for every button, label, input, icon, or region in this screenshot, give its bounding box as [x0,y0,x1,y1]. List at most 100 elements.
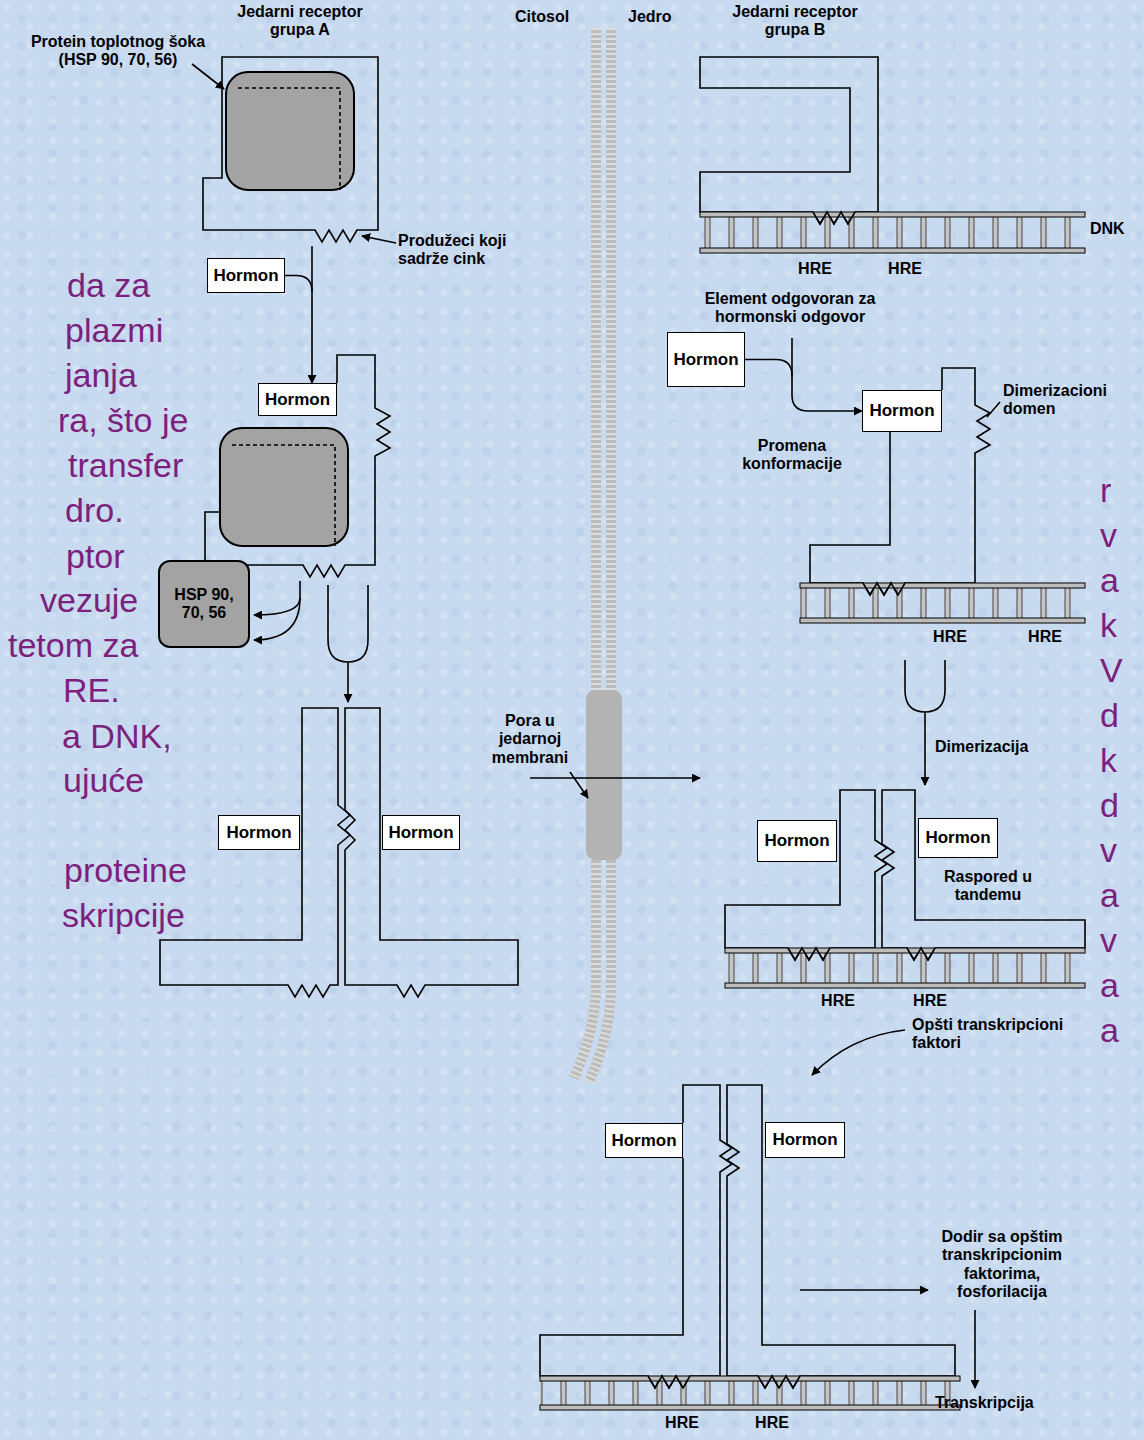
hidden-outline [238,88,340,190]
callout-label: Protein toplotnog šoka (HSP 90, 70, 56) [18,33,218,70]
slide-text-fragment: d [1100,786,1119,825]
hormone-box: Hormon [605,1123,683,1158]
dna-strand [700,212,1085,253]
flow-arrow [254,598,300,640]
hre-label: HRE [790,260,840,278]
hormone-box: Hormon [218,815,300,850]
dna-rail [700,212,1085,217]
slide-text-fragment: ra, što je [58,401,188,440]
callout-label: Element odgovoran za hormonski odgovor [700,290,880,327]
nuclear-pore [586,690,622,860]
node-text: Hormon [925,828,990,848]
slide-text-fragment: RE. [63,671,120,710]
receptor-outline [540,1085,732,1388]
slide-text-fragment: da za [67,266,150,305]
region-label: Citosol [515,8,569,26]
slide-text-fragment: k [1100,606,1117,645]
hidden-outline [232,445,335,546]
dna-rail [725,983,1085,988]
receptor-outline [882,790,1085,960]
hormone-box: Hormon [667,332,745,387]
node-text: Hormon [869,401,934,421]
slide-text-fragment: v [1100,831,1117,870]
dna-strand [725,948,1085,988]
zinc-finger [758,1376,800,1388]
dna-rail [800,583,1085,588]
membrane-band [589,28,611,1082]
leader-line [987,402,1000,417]
flow-arrow [800,1289,928,1291]
dna-rail [540,1376,960,1381]
flow-arrow [530,777,700,779]
slide-text-fragment: a [1100,966,1119,1005]
node-text: Hormon [388,823,453,843]
leader-arrow [192,64,224,89]
heat-shock-protein [226,72,354,190]
hormone-box: Hormon [757,820,837,862]
heat-shock-protein-box: HSP 90, 70, 56 [158,560,250,648]
hre-label: HRE [1020,628,1070,646]
slide-text-fragment: dro. [65,491,124,530]
slide-text-fragment: ujuće [63,761,144,800]
dna-rungs [540,1381,960,1405]
node-text: Hormon [226,823,291,843]
callout-label: Opšti transkripcioni faktori [912,1016,1097,1053]
slide-text-fragment: proteine [64,851,187,890]
heat-shock-protein [220,428,348,546]
region-label: Jedro [628,8,672,26]
flow-line [299,581,301,598]
receptor-outline [725,790,887,960]
flow-arrow [254,598,300,615]
heading-label: Jedarni receptor grupa A [225,3,375,40]
slide-text-fragment: k [1100,741,1117,780]
dna-rail [540,1405,960,1410]
node-text: HSP 90, 70, 56 [166,586,242,623]
hre-label: HRE [657,1414,707,1432]
node-text: Hormon [213,266,278,286]
callout-label: Dodir sa opštim transkripcionim faktorim… [935,1228,1070,1302]
slide-text-fragment: vezuje [40,581,138,620]
dna-rail [700,248,1085,253]
slide-text-fragment: a [1100,876,1119,915]
dna-strand [800,583,1085,623]
nuclear-membrane [574,28,622,1082]
leader-arrow [570,772,588,798]
dna-rungs [800,588,1085,618]
node-text: Hormon [265,390,330,410]
dna-label: DNK [1090,220,1125,238]
slide-text-fragment: janja [65,356,137,395]
flow-arrow [347,662,349,702]
node-text: Hormon [764,831,829,851]
zinc-finger [863,583,905,595]
slide-text-fragment: V [1100,651,1123,690]
receptor-outline [160,708,350,997]
dna-strand [540,1376,960,1410]
hormone-box: Hormon [918,818,998,858]
slide-text-fragment: d [1100,696,1119,735]
zinc-finger [907,948,935,960]
slide-text-fragment: a DNK, [62,717,172,756]
node-text: Hormon [673,350,738,370]
step-label: Transkripcija [935,1394,1034,1412]
receptor-outline [205,355,390,577]
callout-label: Dimerizacioni domen [1003,382,1128,419]
zinc-finger [648,1376,690,1388]
slide-text-fragment: a [1100,561,1119,600]
step-label: Dimerizacija [935,738,1028,756]
hre-label: HRE [925,628,975,646]
slide-text-fragment: transfer [68,446,183,485]
hormone-box: Hormon [862,390,942,432]
hormone-box: Hormon [207,258,285,293]
hormone-box: Hormon [258,383,337,416]
receptor-outline [203,57,378,242]
flow-arrow [974,1310,976,1388]
hre-label: HRE [880,260,930,278]
receptor-outline [810,368,990,595]
split-bracket [328,585,368,662]
receptor-outline [700,57,878,224]
dna-rungs [700,217,1085,248]
hormone-box: Hormon [765,1122,845,1158]
dna-rungs [725,953,1085,983]
